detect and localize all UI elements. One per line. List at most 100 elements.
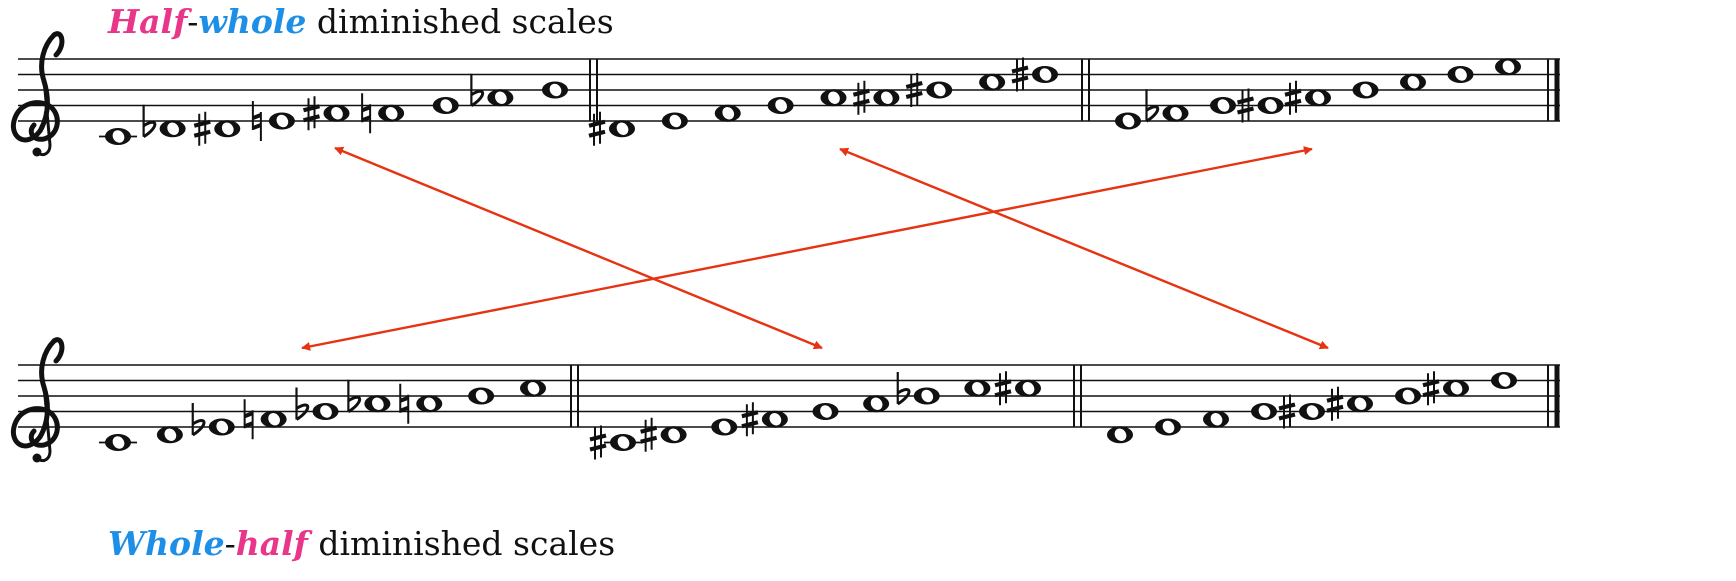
whole-note	[520, 379, 546, 397]
whole-note	[1210, 97, 1236, 114]
whole-note	[1284, 80, 1331, 115]
caption-dash: -	[224, 524, 236, 563]
whole-note	[589, 425, 642, 460]
whole-note	[432, 97, 459, 114]
sharp-icon	[588, 111, 606, 146]
whole-note	[1326, 386, 1373, 421]
whole-note	[1107, 426, 1133, 444]
whole-note	[251, 101, 295, 141]
natural-icon	[361, 93, 372, 134]
sharp-icon	[193, 111, 211, 146]
whole-note	[399, 383, 443, 424]
flat-icon	[347, 379, 362, 414]
whole-note	[347, 379, 391, 414]
measure-1	[99, 73, 568, 146]
whole-note	[1237, 88, 1284, 123]
caption-whole: Whole	[108, 524, 225, 563]
whole-note	[243, 399, 287, 440]
arrow-top-measure-3-to-bottom-measure-1	[301, 146, 1313, 351]
natural-icon	[399, 383, 410, 424]
whole-note	[1011, 57, 1058, 92]
sharp-icon	[1237, 88, 1254, 123]
natural-icon	[243, 399, 254, 440]
whole-note	[820, 89, 847, 107]
whole-note	[1447, 66, 1474, 83]
whole-note	[142, 104, 186, 139]
top-caption: Half-whole diminished scales	[108, 2, 614, 41]
whole-note	[588, 111, 635, 146]
whole-note	[1495, 58, 1521, 76]
sharp-icon	[1422, 371, 1440, 406]
whole-note	[1395, 387, 1421, 405]
measure-2	[588, 57, 1058, 146]
sharp-icon	[905, 73, 923, 107]
sharp-icon	[1278, 394, 1296, 429]
whole-note	[1203, 410, 1229, 428]
sharp-icon	[640, 417, 658, 452]
whole-note	[99, 128, 137, 145]
whole-note	[468, 387, 495, 405]
whole-note	[964, 379, 991, 397]
whole-note	[1155, 418, 1181, 436]
staff-system-bottom	[10, 337, 1560, 463]
whole-note	[1422, 371, 1469, 406]
whole-note	[812, 403, 839, 420]
flat-icon	[191, 403, 206, 437]
whole-note	[905, 73, 953, 107]
whole-note	[1278, 394, 1325, 429]
whole-note	[361, 93, 405, 134]
whole-note	[863, 395, 890, 413]
flat-icon	[295, 387, 310, 421]
arrow-top-measure-1-to-bottom-measure-2	[334, 146, 823, 350]
sharp-icon	[994, 371, 1012, 406]
whole-note	[295, 387, 339, 421]
caption-rest: diminished scales	[306, 2, 614, 41]
whole-note	[1400, 73, 1426, 91]
whole-note	[661, 112, 688, 130]
sharp-icon	[589, 425, 607, 460]
whole-note	[1491, 372, 1517, 389]
measure-2	[589, 371, 1041, 460]
whole-note	[193, 111, 241, 146]
sharp-icon	[741, 402, 759, 437]
whole-note	[767, 97, 794, 114]
sharp-icon	[303, 96, 320, 131]
treble-clef-icon	[10, 31, 65, 157]
whole-note	[979, 73, 1006, 91]
whole-note	[896, 372, 940, 406]
sharp-icon	[1326, 386, 1344, 421]
whole-note	[711, 418, 738, 436]
whole-note	[1115, 112, 1141, 130]
flat-icon	[142, 104, 157, 139]
staff-system-top	[10, 31, 1560, 157]
whole-note	[191, 403, 235, 437]
treble-clef-icon	[10, 337, 65, 463]
sharp-icon	[852, 80, 870, 115]
whole-note	[714, 104, 741, 122]
flat-icon	[1145, 89, 1160, 123]
whole-note	[303, 96, 350, 131]
whole-note	[1251, 403, 1277, 420]
measure-3	[1107, 371, 1517, 444]
whole-note	[1352, 81, 1379, 99]
flat-icon	[896, 372, 911, 406]
whole-note	[640, 417, 687, 452]
flat-icon	[470, 73, 485, 108]
arrow-top-measure-2-to-bottom-measure-3	[839, 147, 1329, 350]
caption-dash: -	[187, 2, 199, 41]
whole-note	[99, 434, 137, 451]
caption-rest: diminished scales	[307, 524, 616, 563]
caption-half: half	[235, 524, 308, 563]
sharp-icon	[1284, 80, 1302, 115]
whole-note	[542, 81, 568, 99]
natural-icon	[251, 101, 262, 141]
sharp-icon	[1011, 57, 1029, 92]
measure-1	[99, 379, 546, 451]
bottom-caption: Whole-half diminished scales	[108, 524, 615, 563]
whole-note	[852, 80, 900, 115]
caption-whole: whole	[198, 2, 307, 41]
whole-note	[156, 426, 183, 444]
whole-note	[741, 402, 788, 437]
measure-3	[1115, 58, 1521, 130]
whole-note	[1145, 89, 1189, 123]
